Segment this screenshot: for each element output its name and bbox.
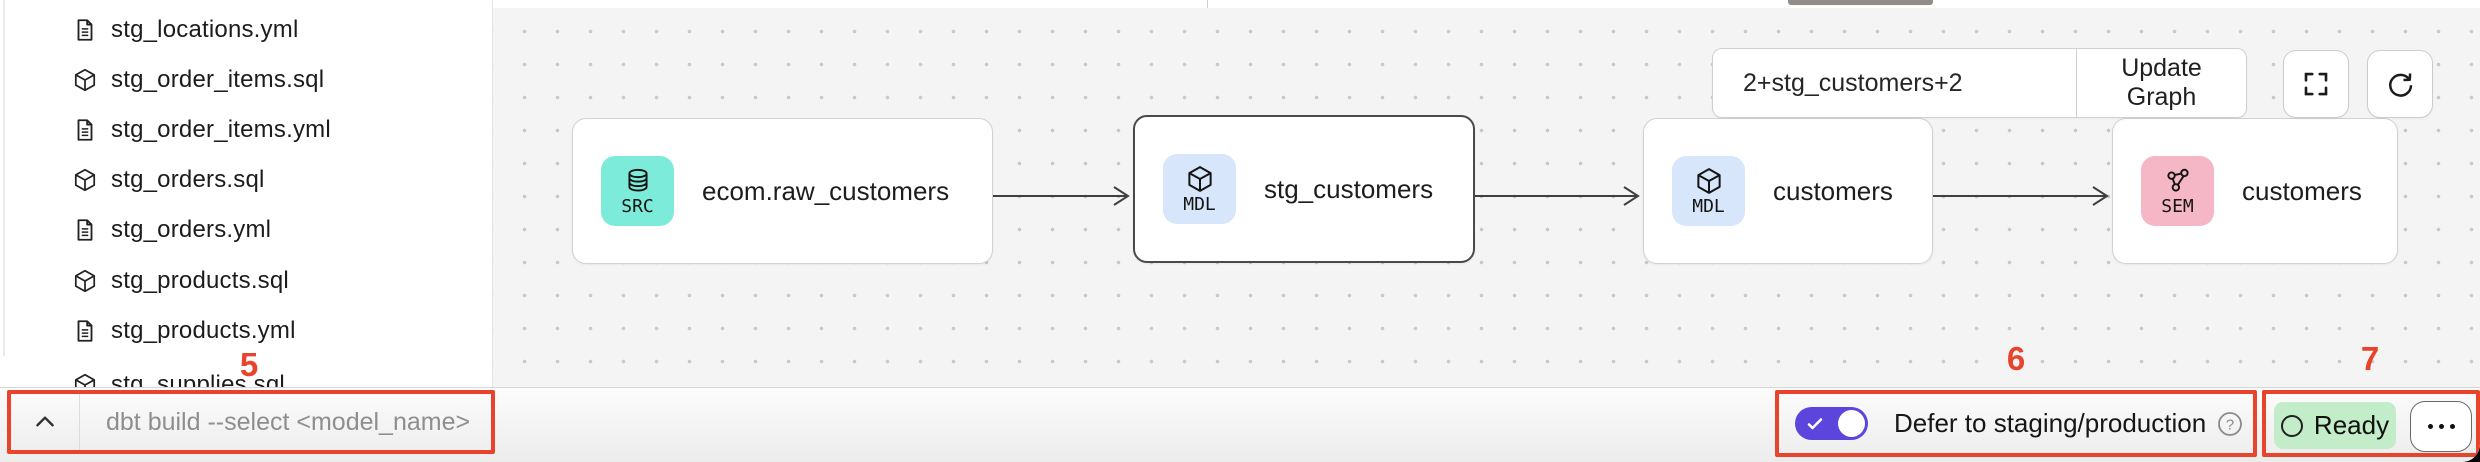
ellipsis-icon: [2449, 424, 2455, 429]
file-model-cube-icon: [74, 68, 96, 92]
node-label: customers: [2242, 175, 2362, 206]
file-name: stg_products.yml: [111, 317, 296, 344]
file-row-clipped[interactable]: stg_supplies.sql: [72, 368, 285, 387]
file-name: stg_order_items.yml: [111, 116, 331, 143]
database-icon: [627, 168, 648, 192]
lineage-node-customers-model[interactable]: MDL customers: [1643, 118, 1933, 264]
lineage-node-customers-semantic[interactable]: SEM customers: [2112, 118, 2398, 264]
defer-toggle[interactable]: [1795, 407, 1868, 440]
badge-label: MDL: [1183, 194, 1216, 215]
more-options-button[interactable]: [2410, 401, 2472, 452]
file-row-stg-order-items-sql[interactable]: stg_order_items.sql: [72, 63, 324, 97]
file-name: stg_locations.yml: [111, 16, 299, 43]
svg-text:?: ?: [2226, 416, 2234, 433]
file-name: stg_orders.sql: [111, 166, 265, 193]
model-badge: MDL: [1163, 154, 1236, 224]
selector-divider: [2076, 49, 2077, 117]
fullscreen-icon: [2304, 72, 2328, 96]
badge-label: SEM: [2161, 196, 2194, 217]
ellipsis-icon: [2427, 424, 2433, 429]
ellipsis-icon: [2438, 424, 2444, 429]
file-doc-icon: [77, 19, 93, 41]
status-circle-icon: [2280, 414, 2303, 437]
node-label: ecom.raw_customers: [702, 175, 950, 206]
annotation-number-6: 6: [2006, 340, 2026, 377]
tree-indent-guide: [3, 0, 5, 356]
file-name: stg_order_items.sql: [111, 66, 325, 93]
file-row-stg-products-yml[interactable]: stg_products.yml: [72, 314, 296, 348]
fullscreen-button[interactable]: [2283, 50, 2349, 118]
file-model-cube-icon: [74, 373, 96, 387]
help-icon[interactable]: ?: [2216, 410, 2244, 438]
update-graph-button[interactable]: Update Graph: [2077, 49, 2246, 117]
toolbar-divider: [1207, 0, 1208, 8]
expand-command-panel-button[interactable]: [11, 394, 79, 450]
annotation-box-status: Ready: [2262, 390, 2480, 457]
file-name: stg_supplies.sql: [111, 371, 285, 387]
refresh-icon: [2389, 73, 2413, 97]
annotation-box-command: [7, 390, 495, 454]
file-model-cube-icon: [74, 269, 96, 293]
annotation-number-5: 5: [239, 346, 259, 383]
file-doc-icon: [77, 119, 93, 141]
model-badge: MDL: [1672, 156, 1745, 226]
annotation-number-7: 7: [2360, 340, 2380, 377]
file-explorer: stg_locations.yml stg_order_items.sql st…: [0, 0, 493, 387]
lineage-node-stg-customers[interactable]: MDL stg_customers: [1133, 115, 1475, 263]
check-icon: [1807, 418, 1823, 430]
lineage-canvas[interactable]: SRC ecom.raw_customers MDL stg_customers…: [493, 8, 2480, 387]
refresh-graph-button[interactable]: [2367, 50, 2433, 118]
file-model-cube-icon: [74, 168, 96, 192]
file-row-stg-products-sql[interactable]: stg_products.sql: [72, 264, 289, 298]
badge-label: MDL: [1692, 196, 1725, 217]
node-label: customers: [1773, 175, 1893, 206]
lineage-selector-group: Update Graph: [1712, 48, 2247, 118]
cube-icon: [1696, 168, 1721, 194]
lineage-node-source-raw-customers[interactable]: SRC ecom.raw_customers: [572, 118, 993, 264]
status-label: Ready: [2313, 410, 2390, 440]
annotation-box-defer: Defer to staging/production ?: [1775, 390, 2257, 457]
lineage-selector-input[interactable]: [1713, 49, 2076, 117]
file-row-stg-orders-sql[interactable]: stg_orders.sql: [72, 163, 265, 197]
command-divider: [79, 394, 80, 450]
cube-icon: [1187, 166, 1212, 192]
file-row-stg-orders-yml[interactable]: stg_orders.yml: [72, 213, 271, 247]
file-row-stg-locations-yml[interactable]: stg_locations.yml: [72, 13, 298, 47]
horizontal-scrollbar-thumb[interactable]: [1788, 0, 1933, 5]
chevron-up-icon: [36, 416, 54, 427]
file-name: stg_orders.yml: [111, 216, 272, 243]
dbt-command-input[interactable]: [80, 394, 491, 450]
status-badge: Ready: [2274, 402, 2396, 449]
defer-label: Defer to staging/production: [1894, 408, 2207, 438]
file-row-stg-order-items-yml[interactable]: stg_order_items.yml: [72, 113, 331, 147]
bottom-status-bar: Defer to staging/production ? Ready: [0, 387, 2480, 462]
badge-label: SRC: [621, 196, 654, 217]
file-doc-icon: [77, 219, 93, 241]
toggle-knob: [1838, 410, 1865, 437]
file-name: stg_products.sql: [111, 267, 289, 294]
source-badge: SRC: [601, 156, 674, 226]
semantic-network-icon: [2166, 168, 2189, 192]
node-label: stg_customers: [1264, 173, 1434, 204]
file-doc-icon: [77, 320, 93, 342]
semantic-badge: SEM: [2141, 156, 2214, 226]
